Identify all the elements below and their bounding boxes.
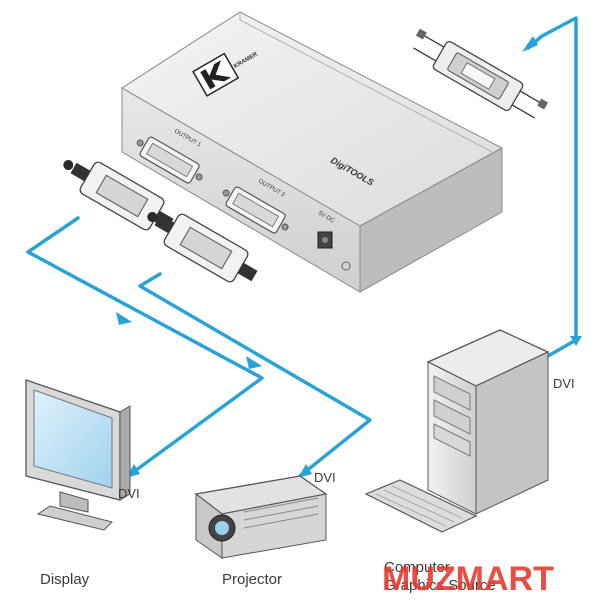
dvi-display-label: DVI — [118, 486, 140, 501]
arrow-display-mid — [116, 312, 132, 325]
display-monitor — [25, 379, 131, 531]
cables — [26, 16, 578, 478]
projector-label: Projector — [222, 571, 282, 588]
dvi-projector-label: DVI — [314, 470, 336, 485]
dvi-input-connector — [413, 28, 549, 119]
watermark: MUZMART — [382, 560, 554, 598]
source-label-line1: Computer — [384, 559, 450, 576]
projector — [194, 475, 328, 559]
cable-arrows — [116, 36, 582, 478]
computer-tower — [426, 329, 550, 515]
arrow-source-up — [570, 336, 582, 346]
display-label: Display — [40, 571, 90, 588]
cable-output2-to-projector — [138, 272, 372, 478]
cable-source-to-input — [526, 16, 578, 358]
cable-output1-to-display — [26, 216, 264, 478]
power-jack — [317, 231, 351, 271]
dvi-input-label: DVI — [553, 376, 575, 391]
arrow-projector-mid — [246, 356, 262, 369]
dvi-plug-output-2 — [147, 212, 258, 283]
source-label-line2: Graphics Source — [384, 577, 496, 594]
port-output-2 — [222, 186, 289, 234]
distribution-amplifier: KRAMER DigiTOOLS OUTPUT 1 OUTPUT 2 5V DC — [121, 11, 504, 293]
arrow-projector-end — [298, 464, 312, 478]
device-side — [359, 147, 503, 293]
arrow-input — [522, 36, 538, 52]
port-output-1 — [136, 136, 203, 184]
keyboard — [364, 479, 478, 533]
